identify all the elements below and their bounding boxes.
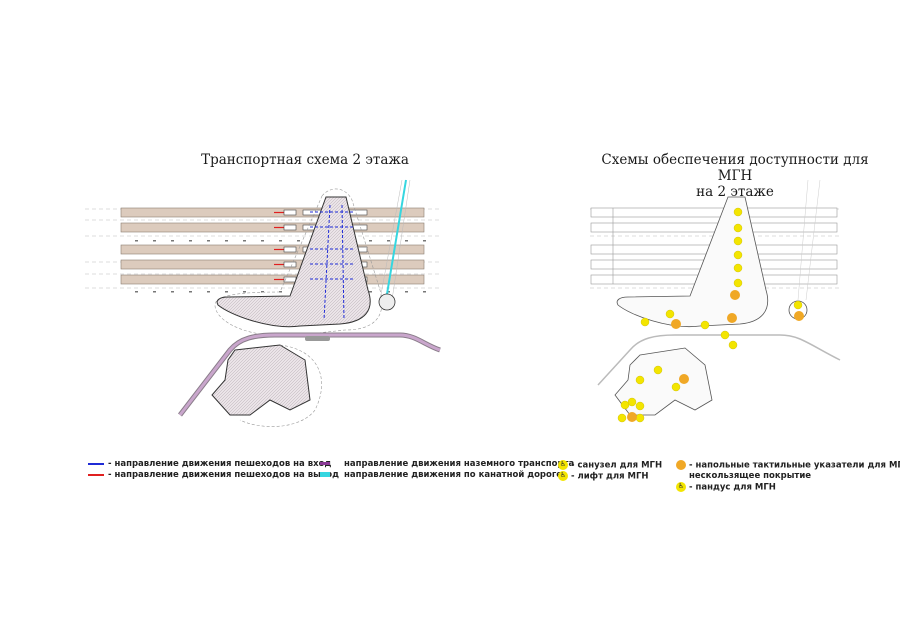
column-marker [189,291,192,293]
column-marker [153,291,156,293]
ramp-accessible-icon: ♿ [676,482,686,492]
column-marker [369,291,372,293]
tactile-indicator-icon [676,460,686,470]
platform-r2 [590,222,838,233]
column-marker [279,240,282,242]
column-marker [297,240,300,242]
ground-transport-swatch [320,462,330,465]
column-marker [153,240,156,242]
column-marker [387,240,390,242]
platform-5 [120,274,425,285]
cable-car-route [385,179,407,301]
column-marker [171,240,174,242]
accessibility-scheme-title: Схемы обеспечения доступности для МГН на… [585,152,885,200]
accessibility-title-line1: Схемы обеспечения доступности для МГН [601,152,869,184]
pedestrian-entry-routes [310,204,355,321]
legend-tactile: - напольные тактильные указатели для МГН… [676,460,900,472]
column-marker [225,240,228,242]
concourse-building-left [216,196,371,328]
column-marker [261,291,264,293]
legend-ramp-mgn: ♿- пандус для МГН [676,482,776,494]
legend-label: - пандус для МГН [689,482,776,493]
pedestrian-entry-swatch [88,462,104,465]
cable-car-swatch [320,472,330,477]
column-marker [207,240,210,242]
column-marker [405,291,408,293]
legend-wc-mgn: ♿- санузел для МГН [558,460,662,472]
legend-ground-transport: направление движения наземного транспорт… [320,459,574,470]
transport-scheme-title: Транспортная схема 2 этажа [201,152,409,168]
pavilion-boundary-left [239,344,322,427]
column-marker [387,291,390,293]
platform-1 [120,207,425,218]
elevator-accessible-icon: ♿ [558,471,568,481]
ground-transport-route [178,333,441,416]
column-marker [207,291,210,293]
pavilion-building-right [614,347,713,416]
legend-pedestrian-exit: - направление движения пешеходов на выхо… [88,470,339,481]
legend-label: нескользящее покрытие [689,471,812,481]
legend-label: - напольные тактильные указатели для МГН… [689,460,900,471]
accessibility-title-line2: на 2 этаже [696,184,774,200]
platform-r1 [590,207,838,218]
pedestrian-exit-swatch [88,473,104,476]
legend-label: направление движения по канатной дороге [344,470,563,480]
column-marker [279,291,282,293]
column-marker [369,240,372,242]
platform-3 [120,244,425,255]
legend-label: - санузел для МГН [571,460,663,471]
legend-label: - направление движения пешеходов на выхо… [108,470,339,480]
legend-label: - лифт для МГН [571,471,649,482]
legend-elevator-mgn: ♿- лифт для МГН [558,471,648,483]
column-marker [135,291,138,293]
column-marker [243,291,246,293]
bus-stop-left [305,336,330,341]
column-marker [189,240,192,242]
column-marker [423,240,426,242]
mgn-tactile [627,290,804,422]
column-marker [423,291,426,293]
legend-label: направление движения наземного транспорт… [344,459,575,469]
column-marker [243,240,246,242]
column-marker [225,291,228,293]
legend-label: - направление движения пешеходов на вход [108,459,332,469]
platform-2 [120,222,425,233]
concourse-building-right [616,196,768,328]
cable-car-station [378,293,396,311]
column-marker [261,240,264,242]
legend-tactile-line2: нескользящее покрытие [689,471,811,482]
mgn-elevators [617,207,803,423]
column-marker [405,240,408,242]
platforms-left [120,207,425,285]
legend-cable-car: направление движения по канатной дороге [320,470,562,481]
platform-4 [120,259,425,270]
column-marker [171,291,174,293]
legend-pedestrian-entry: - направление движения пешеходов на вход [88,459,331,470]
column-marker [135,240,138,242]
wc-accessible-icon: ♿ [558,460,568,470]
pavilion-building-left [211,344,311,416]
